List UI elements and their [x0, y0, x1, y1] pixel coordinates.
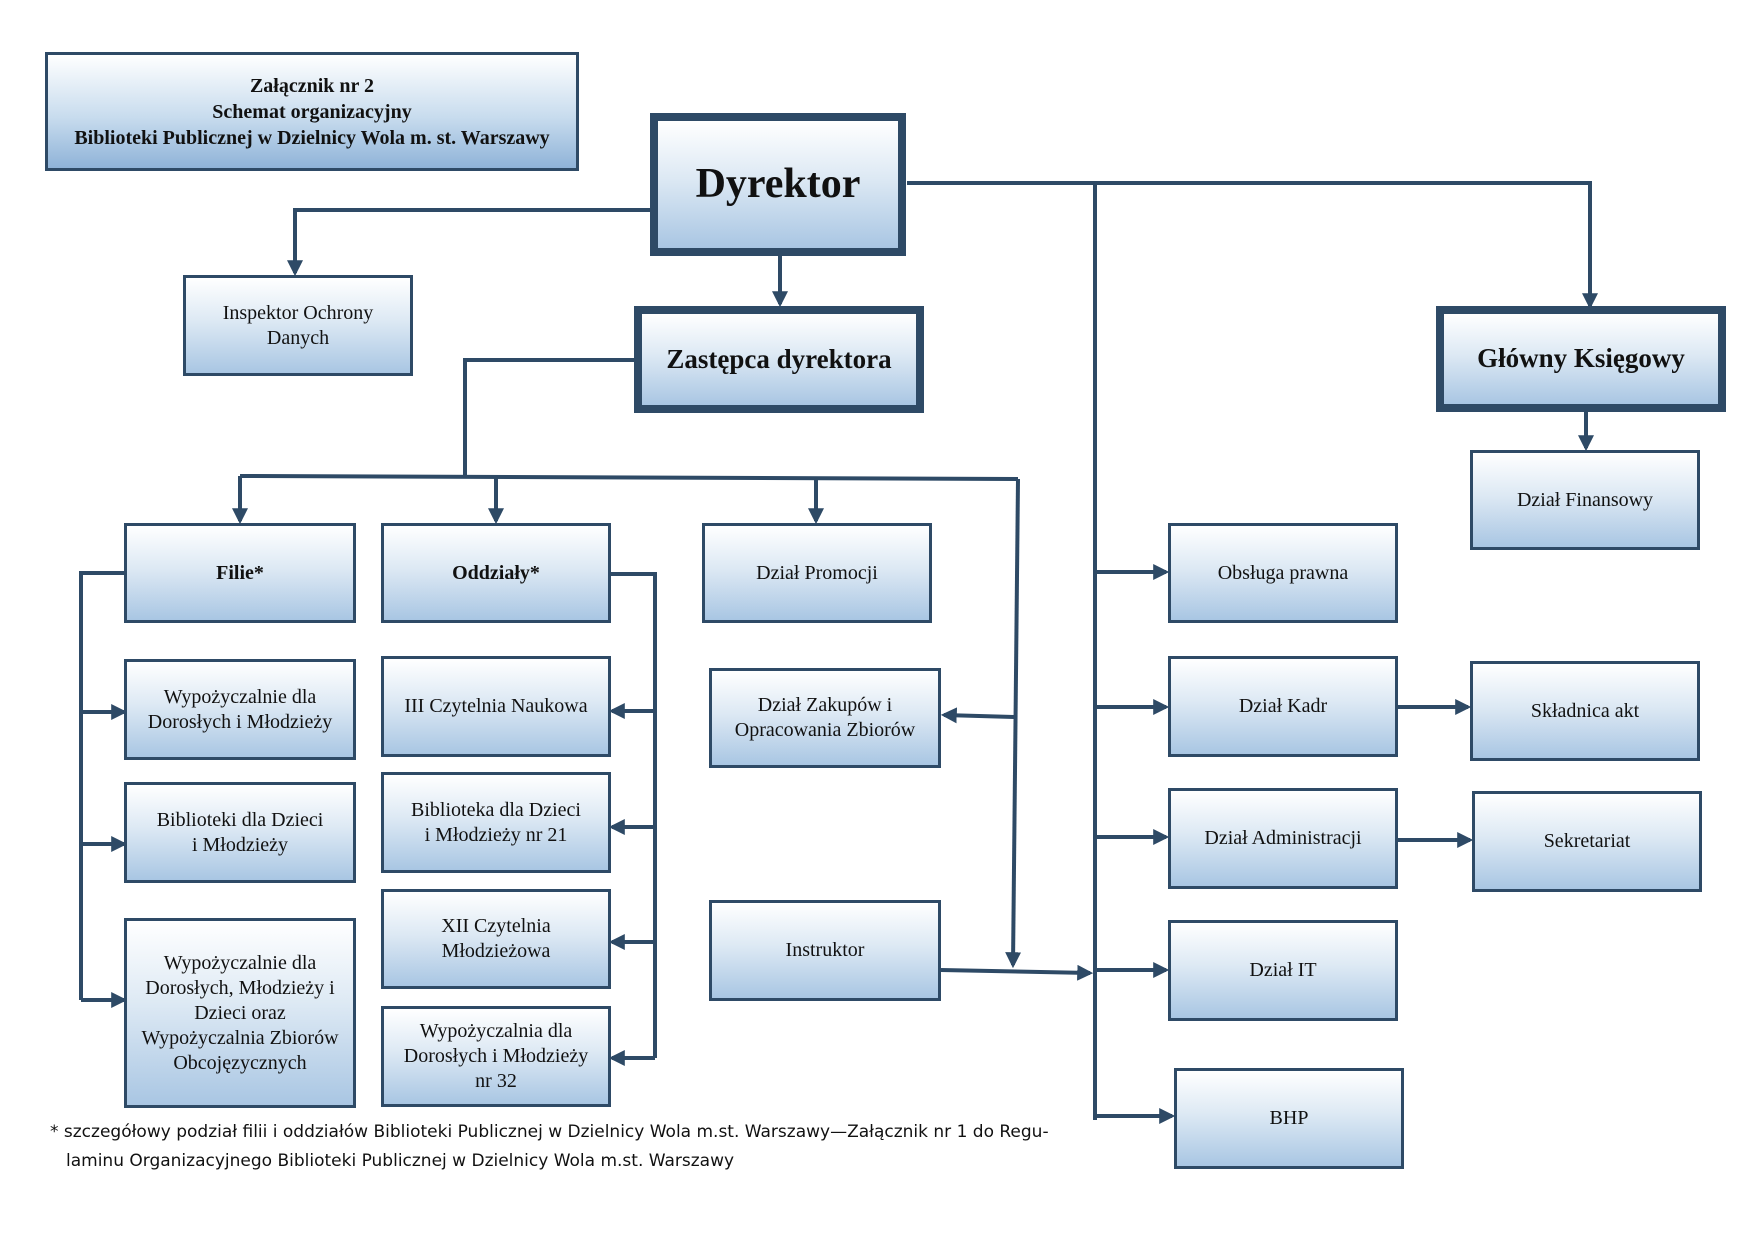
- connector-zastepca-bus: [463, 358, 636, 476]
- connector-bus-down: [1005, 478, 1022, 969]
- box-bhp: BHP: [1174, 1068, 1404, 1169]
- box-dzial-zakupow: Dział Zakupów i Opracowania Zbiorów: [709, 668, 941, 768]
- box-skladnica-akt: Składnica akt: [1470, 661, 1700, 761]
- schema-title-box: Załącznik nr 2 Schemat organizacyjny Bib…: [45, 52, 579, 171]
- label-dyrektor: Dyrektor: [695, 161, 861, 208]
- schema-title-line2: Schemat organizacyjny: [212, 100, 412, 123]
- label-obsluga-prawna: Obsługa prawna: [1217, 561, 1349, 584]
- footnote: * szczegółowy podział filii i oddziałów …: [50, 1118, 1070, 1176]
- label-wyp-doroslych: Wypożyczalnie dla Dorosłych i Młodzieży: [147, 685, 333, 733]
- label-dzial-promocji: Dział Promocji: [756, 561, 878, 584]
- box-wyp-32: Wypożyczalnia dla Dorosłych i Młodzieży …: [381, 1006, 611, 1107]
- label-dzial-administracji: Dział Administracji: [1204, 827, 1362, 849]
- box-wyp-obcojezyczne: Wypożyczalnie dla Dorosłych, Młodzieży i…: [124, 918, 356, 1108]
- label-bib-dzieci: Biblioteki dla Dzieci i Młodzieży: [156, 808, 324, 856]
- label-bhp: BHP: [1269, 1107, 1309, 1129]
- box-dzial-finansowy: Dział Finansowy: [1470, 450, 1700, 550]
- filie-bracket: [79, 571, 124, 1000]
- box-dzial-kadr: Dział Kadr: [1168, 656, 1398, 757]
- connector-dyrektor-right: [907, 181, 1598, 310]
- box-czytelnia-iii: III Czytelnia Naukowa: [381, 656, 611, 757]
- schema-title-line1: Załącznik nr 2: [249, 74, 375, 97]
- label-filie: Filie*: [216, 561, 264, 584]
- box-glowny-ksiegowy: Główny Księgowy: [1436, 306, 1726, 412]
- label-dzial-kadr: Dział Kadr: [1238, 695, 1328, 717]
- label-czytelnia-iii: III Czytelnia Naukowa: [404, 695, 588, 717]
- box-dyrektor: Dyrektor: [650, 113, 906, 256]
- label-skladnica-akt: Składnica akt: [1530, 699, 1640, 722]
- label-dzial-it: Dział IT: [1249, 959, 1317, 981]
- box-wyp-doroslych: Wypożyczalnie dla Dorosłych i Młodzieży: [124, 659, 356, 760]
- box-sekretariat: Sekretariat: [1472, 791, 1702, 892]
- label-sekretariat: Sekretariat: [1543, 830, 1631, 852]
- distribution-bus: [239, 474, 1019, 481]
- box-czytelnia-xii: XII Czytelnia Młodzieżowa: [381, 889, 611, 989]
- label-inspektor: Inspektor Ochrony Danych: [222, 301, 374, 349]
- label-instruktor: Instruktor: [785, 939, 865, 961]
- connector-dyrektor-inspektor: [287, 208, 654, 277]
- label-zastepca: Zastępca dyrektora: [666, 343, 892, 374]
- schema-title-line3: Biblioteki Publicznej w Dzielnicy Wola m…: [74, 126, 550, 149]
- label-wyp-32: Wypożyczalnia dla Dorosłych i Młodzieży …: [403, 1020, 589, 1092]
- connector-instruktor-trunk: [940, 964, 1094, 981]
- label-bib-dzieci-21: Biblioteka dla Dzieci i Młodzieży nr 21: [411, 798, 581, 846]
- box-bib-dzieci: Biblioteki dla Dzieci i Młodzieży: [124, 782, 356, 883]
- label-czytelnia-xii: XII Czytelnia Młodzieżowa: [441, 915, 551, 962]
- box-dzial-promocji: Dział Promocji: [702, 523, 932, 623]
- box-dzial-it: Dział IT: [1168, 920, 1398, 1021]
- box-obsluga-prawna: Obsługa prawna: [1168, 523, 1398, 623]
- label-oddzialy: Oddziały*: [452, 561, 540, 584]
- box-bib-dzieci-21: Biblioteka dla Dzieci i Młodzieży nr 21: [381, 772, 611, 873]
- box-oddzialy: Oddziały*: [381, 523, 611, 623]
- box-instruktor: Instruktor: [709, 900, 941, 1001]
- connector-to-zakupow: [940, 707, 1015, 724]
- footnote-line1: * szczegółowy podział filii i oddziałów …: [50, 1122, 1049, 1142]
- label-wyp-obcojezyczne: Wypożyczalnie dla Dorosłych, Młodzieży i…: [141, 951, 339, 1074]
- box-inspektor: Inspektor Ochrony Danych: [183, 275, 413, 376]
- oddzialy-bracket: [610, 572, 657, 1058]
- label-glowny-ksiegowy: Główny Księgowy: [1477, 343, 1685, 374]
- label-dzial-finansowy: Dział Finansowy: [1516, 488, 1654, 511]
- footnote-line2: laminu Organizacyjnego Biblioteki Public…: [66, 1151, 735, 1171]
- box-zastepca: Zastępca dyrektora: [634, 306, 924, 413]
- label-dzial-zakupow: Dział Zakupów i Opracowania Zbiorów: [734, 694, 916, 741]
- box-dzial-administracji: Dział Administracji: [1168, 788, 1398, 889]
- box-filie: Filie*: [124, 523, 356, 623]
